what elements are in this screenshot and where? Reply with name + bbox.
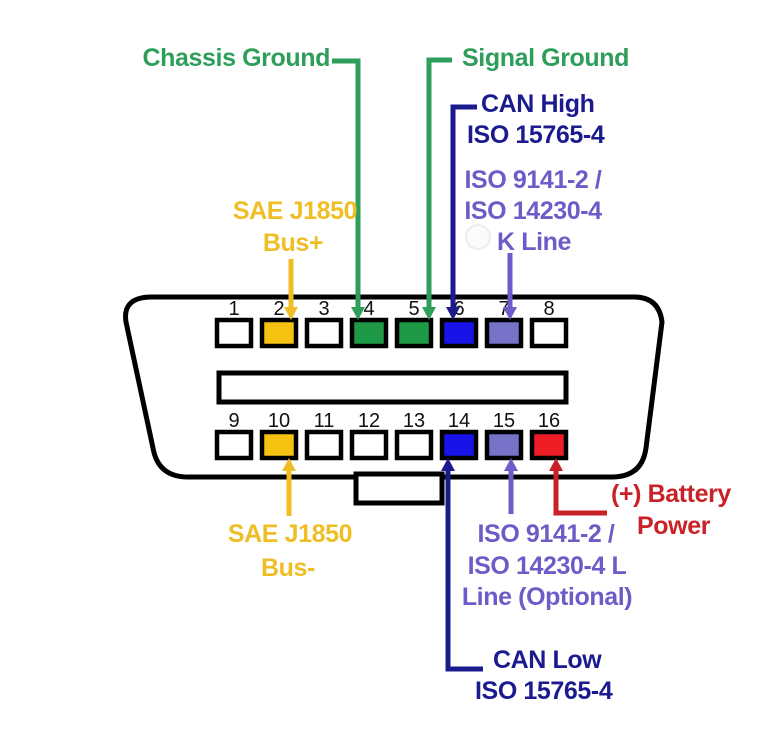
pin-8 (529, 317, 569, 349)
pin-number-3: 3 (318, 298, 329, 320)
pin-number-9: 9 (228, 410, 239, 432)
pin-9 (214, 429, 254, 461)
pin-number-12: 12 (358, 410, 380, 432)
pin-14 (439, 429, 479, 461)
pin-7 (484, 317, 524, 349)
connector-body (123, 294, 665, 506)
leader-lines (282, 57, 607, 672)
signal-ground-label: Signal Ground (462, 44, 629, 72)
bus-plus-arrowhead (284, 307, 298, 320)
can-high-label-line2: ISO 15765-4 (467, 121, 605, 149)
pin-number-2: 2 (273, 298, 284, 320)
battery-label-line2: Power (637, 512, 711, 540)
pin-15 (484, 429, 524, 461)
watermark-circle (465, 224, 491, 250)
pin-number-8: 8 (543, 298, 554, 320)
pin-number-11: 11 (314, 410, 335, 432)
can-high-arrowhead (446, 307, 460, 320)
bus-minus-label-line2: Bus- (261, 554, 315, 582)
battery-line (553, 470, 607, 516)
labels-layer: Chassis Ground Signal Ground CAN High IS… (143, 44, 732, 705)
pin-3 (304, 317, 344, 349)
pin-2 (259, 317, 299, 349)
can-low-line (445, 470, 483, 672)
chassis-ground-label: Chassis Ground (143, 44, 331, 72)
pin-6 (439, 317, 479, 349)
pin-number-4: 4 (363, 298, 374, 320)
pin-16 (529, 429, 569, 461)
pin-number-5: 5 (408, 298, 419, 320)
l-line-arrowhead (504, 458, 518, 471)
bus-plus-label-line2: Bus+ (263, 229, 323, 257)
can-high-label-line1: CAN High (481, 90, 594, 118)
l-line-label-line3: Line (Optional) (462, 583, 632, 611)
pin-5 (394, 317, 434, 349)
signal-ground-line (426, 57, 452, 309)
battery-arrowhead (549, 458, 563, 471)
k-line-arrowhead (503, 307, 517, 320)
connector-notch (353, 471, 445, 506)
pin-10 (259, 429, 299, 461)
can-low-arrowhead (441, 458, 455, 471)
bus-minus-arrowhead (282, 458, 296, 471)
chassis-ground-arrowhead (351, 307, 365, 320)
k-line-label-line3: K Line (497, 228, 571, 256)
pin-number-13: 13 (403, 410, 425, 432)
connector-center-slot (216, 370, 569, 405)
k-line-label-line1: ISO 9141-2 / (465, 166, 602, 194)
pin-1 (214, 317, 254, 349)
can-low-label-line2: ISO 15765-4 (475, 677, 613, 705)
k-line-label-line2: ISO 14230-4 (464, 197, 602, 225)
can-high-line (450, 104, 477, 309)
l-line-label-line2: ISO 14230-4 L (468, 552, 627, 580)
signal-ground-arrowhead (422, 307, 436, 320)
pin-number-14: 14 (448, 410, 470, 432)
bus-plus-label-line1: SAE J1850 (233, 197, 357, 225)
bus-minus-label-line1: SAE J1850 (228, 520, 352, 548)
battery-label-line1: (+) Battery (611, 480, 731, 508)
pin-4 (349, 317, 389, 349)
pin-12 (349, 429, 389, 461)
chassis-ground-line (332, 58, 361, 309)
pin-13 (394, 429, 434, 461)
can-low-label-line1: CAN Low (493, 646, 602, 674)
pin-number-16: 16 (538, 410, 560, 432)
l-line-label-line1: ISO 9141-2 / (478, 520, 615, 548)
pin-number-10: 10 (268, 410, 290, 432)
pin-11 (304, 429, 344, 461)
pin-number-1: 1 (228, 298, 239, 320)
pin-number-6: 6 (453, 298, 464, 320)
pin-number-15: 15 (493, 410, 515, 432)
pin-number-7: 7 (498, 298, 509, 320)
